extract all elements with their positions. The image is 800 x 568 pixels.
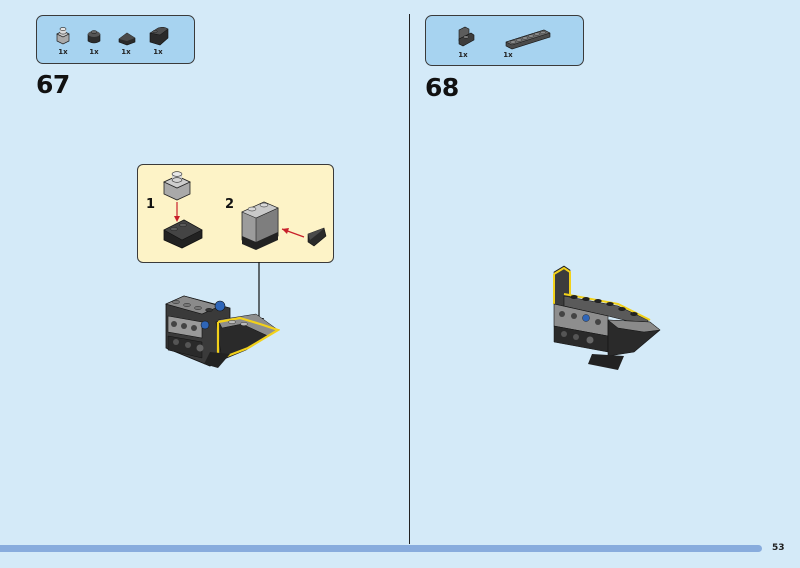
black-slope-base-piece (163, 219, 203, 249)
light-gray-brick-1x1-icon (56, 27, 70, 45)
black-slope-piece (307, 227, 327, 247)
step-68-model-illustration (553, 265, 661, 370)
page-number: 53 (772, 543, 785, 553)
parts-list-step-67: 1x 1x 1x 1x (36, 15, 195, 64)
substep-1-illustration (163, 171, 203, 249)
part-qty: 1x (121, 48, 131, 56)
step-number-68: 68 (425, 73, 459, 102)
light-gray-brick-piece (163, 171, 191, 201)
parts-list-step-68: 1x 1x (425, 15, 584, 66)
step-67-model-illustration (165, 295, 280, 368)
black-round-brick-1x1-icon (87, 30, 101, 44)
substep-1-number: 1 (146, 197, 156, 212)
gray-brick-assembly (241, 201, 279, 250)
part-qty: 1x (58, 48, 68, 56)
substep-2-number: 2 (225, 197, 235, 212)
part-qty: 1x (153, 48, 163, 56)
step-number-67: 67 (36, 70, 70, 99)
subassembly-callout (137, 164, 334, 263)
dark-gray-bracket-icon (458, 26, 475, 47)
insert-arrow-head (282, 228, 289, 234)
part-qty: 1x (503, 51, 513, 59)
substep-2-illustration (241, 201, 327, 250)
black-slope-1x1-icon (118, 32, 136, 46)
page-footer-bar (0, 545, 762, 552)
page-divider (409, 14, 410, 544)
part-qty: 1x (89, 48, 99, 56)
dark-gray-plate-1x6-icon (505, 29, 551, 50)
black-curved-slope-icon (149, 26, 169, 46)
insert-arrow-head (174, 216, 180, 222)
part-qty: 1x (458, 51, 468, 59)
